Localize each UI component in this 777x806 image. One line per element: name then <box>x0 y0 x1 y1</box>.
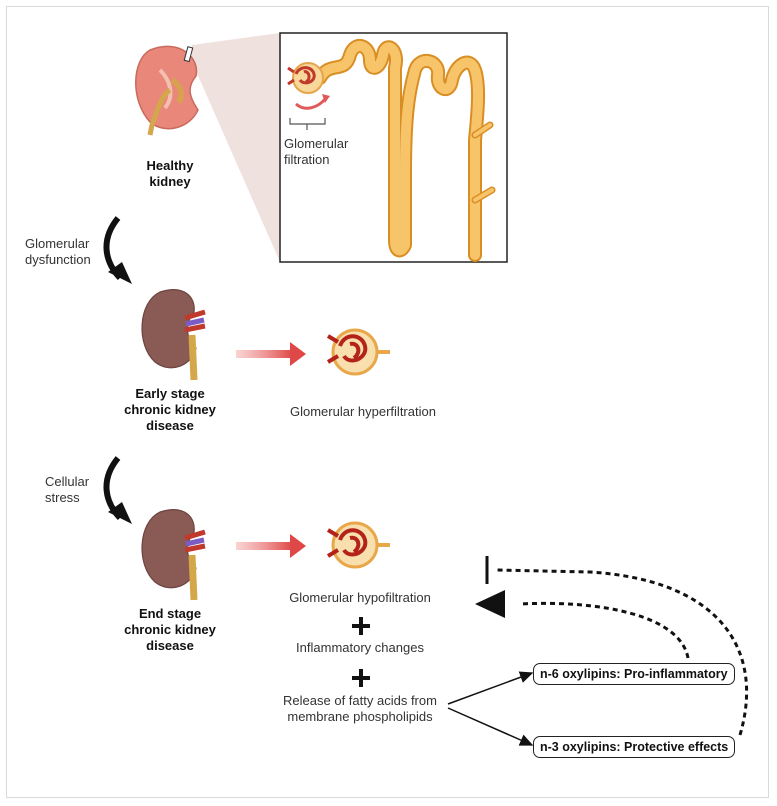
n6-feedback-dashed <box>519 601 690 659</box>
end-ckd-kidney-icon <box>141 509 206 601</box>
hyperfiltration-label: Glomerular hyperfiltration <box>290 404 436 419</box>
figure-frame <box>6 6 769 798</box>
red-arrow-early <box>236 342 306 366</box>
hypofiltration-glomerulus-icon <box>326 521 390 569</box>
fatty-acid-release-label: Release of fatty acids from membrane pho… <box>283 693 437 724</box>
healthy-kidney-label: Healthy kidney <box>146 158 194 189</box>
plus-sign-1 <box>352 617 370 635</box>
n6-oxylipins-box: n-6 oxylipins: Pro-inflammatory <box>533 663 735 685</box>
glomerular-filtration-label: Glomerular filtration <box>284 136 349 167</box>
red-arrow-end <box>236 534 306 558</box>
inset-glomerulus-icon <box>287 62 324 94</box>
inflammatory-changes-label: Inflammatory changes <box>296 640 424 655</box>
arrow-to-n6 <box>447 671 534 705</box>
early-ckd-label: Early stage chronic kidney disease <box>124 386 216 433</box>
n3-feedback-dashed <box>494 568 749 736</box>
end-ckd-label: End stage chronic kidney disease <box>124 606 216 653</box>
zoom-wedge <box>192 33 280 262</box>
hyperfiltration-glomerulus-icon <box>326 328 390 376</box>
early-ckd-kidney-icon <box>141 289 206 381</box>
transition-2-label: Cellular stress <box>45 474 90 505</box>
hypofiltration-label: Glomerular hypofiltration <box>289 590 431 605</box>
plus-sign-2 <box>352 669 370 687</box>
n6-feedback-arrowhead <box>475 590 505 618</box>
healthy-kidney-icon <box>135 45 199 136</box>
transition-1-label: Glomerular dysfunction <box>25 236 91 267</box>
filtration-curve-arrow <box>295 97 328 110</box>
n3-oxylipins-box: n-3 oxylipins: Protective effects <box>533 736 736 758</box>
filtration-bracket <box>289 118 326 130</box>
nephron-tubule <box>313 39 496 262</box>
arrow-to-n3 <box>447 707 534 746</box>
